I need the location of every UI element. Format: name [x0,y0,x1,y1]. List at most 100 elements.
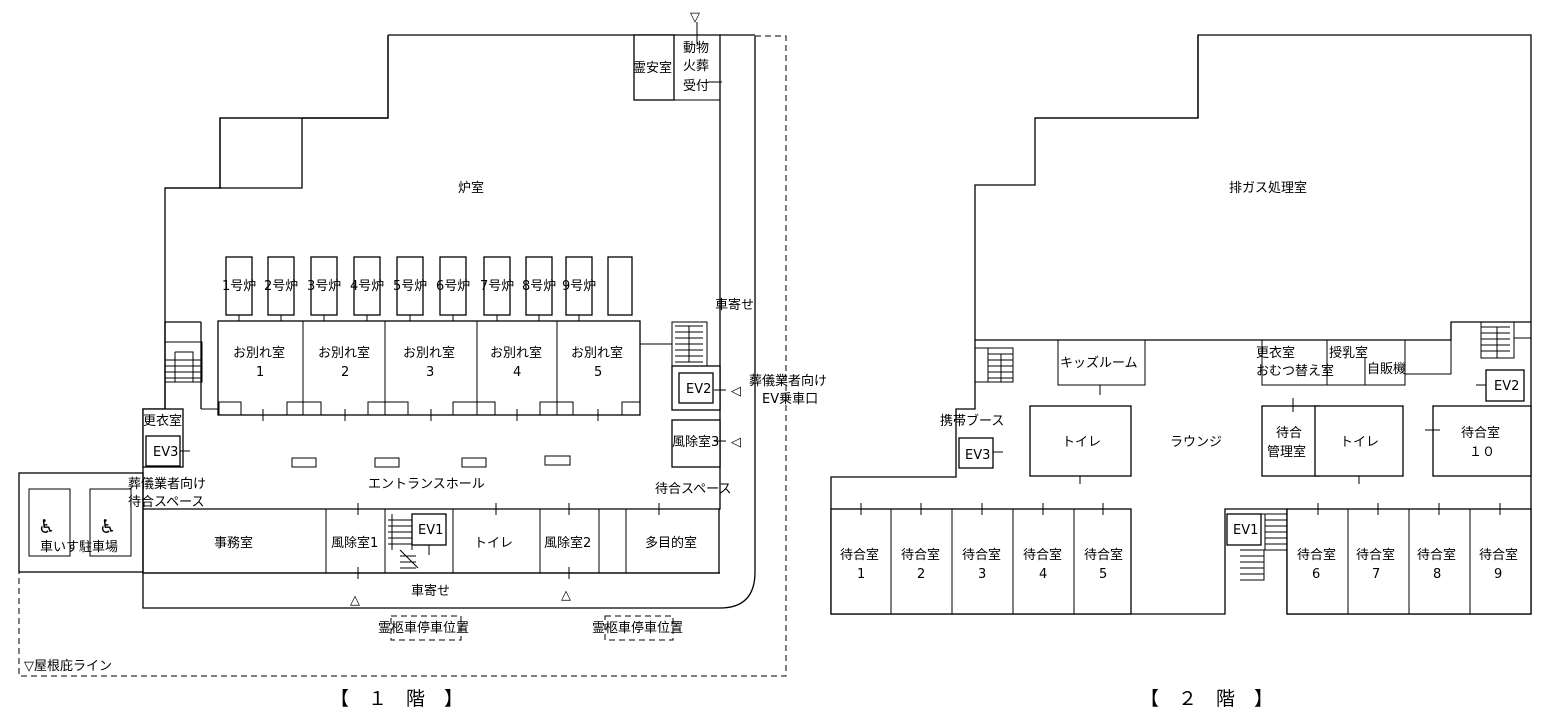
hearse-stop-box-2 [604,615,674,641]
kids-room-walls [1057,340,1146,386]
lounge-label: ラウンジ [1170,435,1222,450]
ev1-label: EV1 [418,523,443,538]
kiln-label-4: 4号炉 [350,279,384,294]
bench-2 [374,457,400,468]
waiting-8-name: 待合室 [1417,547,1456,563]
wheelchair-icon-2: ♿ [99,516,116,538]
farewell-5-num: 5 [594,365,602,380]
phone-booth-label: 携帯ブース [940,413,1004,429]
ev3-2f-label: EV3 [965,448,990,463]
right-stair-treads [675,325,703,363]
farewell-niche-1 [218,401,242,416]
kiln-room-label: 炉室 [458,180,484,196]
stair-left-box [164,341,203,383]
toilet-1f-label: トイレ [474,536,513,551]
windbreak2-label: 風除室2 [544,535,591,551]
office-label: 事務室 [214,535,253,551]
roof-eave-line [18,35,787,677]
waiting-rooms-left: 待合室 1 待合室 2 待合室 3 待合室 4 待合室 5 [830,503,1132,615]
farewell-1-num: 1 [256,365,264,380]
kiln-label-7: 7号炉 [480,279,514,294]
roof-eave-label: ▽屋根庇ライン [24,659,112,674]
pet-reception-label-1: 動物 [683,41,709,56]
entrance-arrow-1: △ [350,593,360,608]
undertaker-wait-label-1: 葬儀業者向け [128,476,206,492]
kiln-label-9: 9号炉 [562,279,596,294]
ev3-label: EV3 [153,445,178,460]
right-core-1f: EV2 風除室3 [640,321,726,468]
pet-entrance-arrow: ▽ [690,10,700,25]
farewell-block [217,320,641,416]
farewell-4-num: 4 [513,365,521,380]
carport-upper-label: 車寄せ [715,297,754,313]
farewell-niche-4 [452,401,496,416]
waiting-2-num: 2 [917,567,925,582]
farewell-1-name: お別れ室 [233,345,285,361]
waiting-5-name: 待合室 [1084,547,1123,563]
farewell-niche-3 [367,401,409,416]
kiln-label-2: 2号炉 [264,279,298,294]
kiln-label-8: 8号炉 [522,279,556,294]
carport-drive-outer [142,36,756,609]
undertaker-ev-label-2: EV乗車口 [762,392,818,407]
waiting-7-num: 7 [1372,567,1380,582]
waiting-6-name: 待合室 [1297,547,1336,563]
waiting-10-label-2: １０ [1469,445,1495,460]
waiting-space-label: 待合スペース [655,482,731,497]
hearse-stop-box-1 [390,615,462,641]
floor1-caption: 【 １ 階 】 [330,688,463,710]
ev2-label: EV2 [686,382,711,397]
bench-3 [461,457,487,468]
farewell-2-num: 2 [341,365,349,380]
ev3-box [145,435,181,467]
changing-room-label: 更衣室 [143,413,182,429]
stair-left-treads [165,341,201,382]
undertaker-ev-label-1: 葬儀業者向け [749,373,827,389]
kiln-7 [483,256,511,316]
bench-4 [544,455,571,466]
kiln-4 [353,256,381,316]
waiting-4-num: 4 [1039,567,1047,582]
toilet-2f-left-label: トイレ [1062,435,1101,450]
waiting-10-label-1: 待合室 [1461,425,1500,441]
exhaust-bottom-wall [975,321,1531,341]
mortuary-label: 霊安室 [633,60,672,76]
waiting-5-num: 5 [1099,567,1107,582]
kiln-5 [396,256,424,316]
ev2-arrow: ◁ [731,384,741,399]
mortuary-room [633,34,675,101]
pet-reception-label-2: 火葬 [683,59,709,74]
undertaker-wait-label-2: 待合スペース [128,495,204,510]
multipurpose-label: 多目的室 [645,535,697,551]
ev2-box [678,372,714,404]
vending-alcove [1405,339,1452,375]
carport-lower-label: 車寄せ [411,583,450,599]
stair-left-2f-box [974,347,1014,383]
ev1-2f-label: EV1 [1233,523,1258,538]
ev3-2f-box [958,437,994,469]
vending-label: 自販機 [1367,362,1406,377]
kiln-label-5: 5号炉 [393,279,427,294]
kiln-9 [565,256,593,316]
bottom-rooms-1f: 事務室 風除室1 トイレ 風除室2 多目的室 EV1 [143,503,720,579]
waiting-3-num: 3 [978,567,986,582]
farewell-rooms: お別れ室 1 お別れ室 2 お別れ室 3 お別れ室 4 お別れ室 5 [217,320,641,421]
windbreak1-label: 風除室1 [331,535,378,551]
floor-2: 排ガス処理室 キッズルーム 更衣室 おむつ替え室 授乳室 自販機 EV2 携帯ブ… [830,34,1532,710]
stair-2f-center [1240,513,1287,581]
entrance-hall-label: エントランスホール [368,477,485,492]
floor2-caption: 【 ２ 階 】 [1140,688,1273,710]
bench-1 [291,457,317,468]
service-rooms-walls [1261,340,1406,386]
farewell-niche-6 [621,401,641,416]
kids-room-label: キッズルーム [1060,355,1138,371]
waiting-mgmt-label-2: 管理室 [1267,444,1306,460]
wheelchair-parking-area [18,472,144,573]
toilet-2f-right-label: トイレ [1340,435,1379,450]
hearse-stop-label-2: 霊柩車停車位置 [592,620,683,636]
windbreak3-arrow: ◁ [731,435,741,450]
farewell-niche-2 [286,401,322,416]
windbreak3-room [671,419,721,468]
waiting-mgmt-label-1: 待合 [1276,426,1302,441]
